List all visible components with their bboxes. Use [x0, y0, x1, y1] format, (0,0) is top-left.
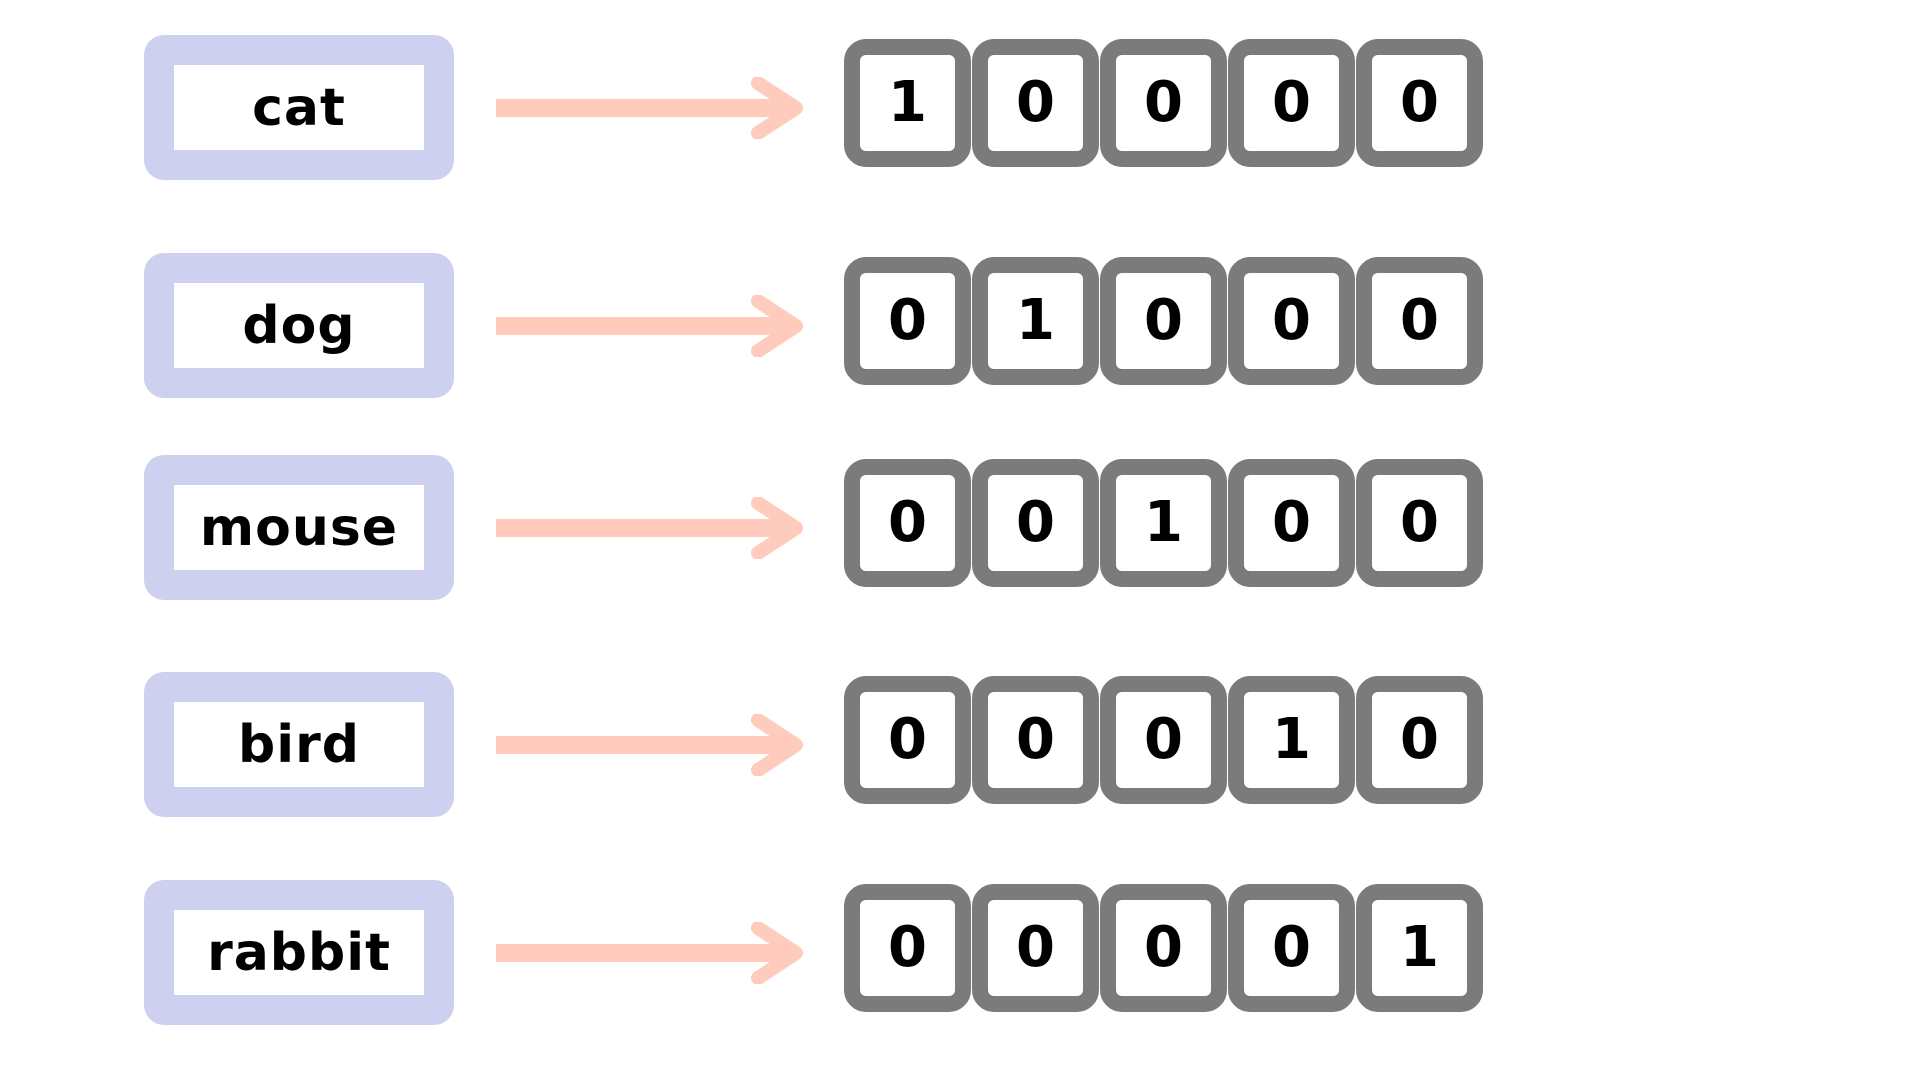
cell-value: 0: [888, 707, 927, 772]
cell-value: 0: [1016, 490, 1055, 555]
cell-value: 0: [1400, 70, 1439, 135]
vector-cell: 0: [1356, 39, 1483, 167]
encoding-row-dog: dog 0 1 0 0 0: [0, 253, 1920, 398]
word-label: bird: [238, 714, 360, 775]
vector-cell: 0: [1100, 884, 1227, 1012]
word-label: dog: [242, 295, 356, 356]
cell-value: 1: [1272, 707, 1311, 772]
right-arrow-icon: [496, 922, 803, 984]
cell-value: 0: [1272, 288, 1311, 353]
word-label: rabbit: [207, 922, 391, 983]
encoding-row-mouse: mouse 0 0 1 0 0: [0, 455, 1920, 600]
one-hot-vector: 1 0 0 0 0: [844, 39, 1484, 167]
word-box: rabbit: [144, 880, 454, 1025]
right-arrow-icon: [496, 497, 803, 559]
vector-cell: 0: [1228, 884, 1355, 1012]
cell-value: 0: [888, 915, 927, 980]
vector-cell: 0: [844, 676, 971, 804]
word-box: cat: [144, 35, 454, 180]
cell-value: 0: [888, 288, 927, 353]
vector-cell: 0: [844, 459, 971, 587]
vector-cell: 1: [972, 257, 1099, 385]
cell-value: 0: [1144, 288, 1183, 353]
cell-value: 0: [888, 490, 927, 555]
vector-cell: 0: [1356, 257, 1483, 385]
vector-cell: 0: [1228, 459, 1355, 587]
vector-cell: 0: [1100, 39, 1227, 167]
cell-value: 0: [1144, 915, 1183, 980]
vector-cell: 0: [972, 884, 1099, 1012]
one-hot-vector: 0 0 0 0 1: [844, 884, 1484, 1012]
cell-value: 0: [1400, 288, 1439, 353]
cell-value: 0: [1144, 70, 1183, 135]
vector-cell: 0: [972, 459, 1099, 587]
cell-value: 0: [1144, 707, 1183, 772]
encoding-row-cat: cat 1 0 0 0 0: [0, 35, 1920, 180]
cell-value: 0: [1016, 70, 1055, 135]
cell-value: 0: [1400, 490, 1439, 555]
cell-value: 0: [1400, 707, 1439, 772]
word-box: mouse: [144, 455, 454, 600]
word-label: cat: [252, 77, 346, 138]
word-label: mouse: [199, 497, 399, 558]
right-arrow-icon: [496, 295, 803, 357]
word-box: dog: [144, 253, 454, 398]
vector-cell: 0: [1100, 676, 1227, 804]
cell-value: 1: [1400, 915, 1439, 980]
cell-value: 0: [1272, 915, 1311, 980]
vector-cell: 0: [1356, 459, 1483, 587]
vector-cell: 0: [1356, 676, 1483, 804]
right-arrow-icon: [496, 714, 803, 776]
vector-cell: 1: [1356, 884, 1483, 1012]
vector-cell: 0: [844, 257, 971, 385]
one-hot-vector: 0 0 1 0 0: [844, 459, 1484, 587]
vector-cell: 1: [1100, 459, 1227, 587]
right-arrow-icon: [496, 77, 803, 139]
vector-cell: 0: [844, 884, 971, 1012]
encoding-row-rabbit: rabbit 0 0 0 0 1: [0, 880, 1920, 1025]
vector-cell: 0: [1228, 39, 1355, 167]
vector-cell: 0: [1228, 257, 1355, 385]
cell-value: 0: [1272, 70, 1311, 135]
vector-cell: 0: [1100, 257, 1227, 385]
vector-cell: 1: [1228, 676, 1355, 804]
vector-cell: 0: [972, 676, 1099, 804]
one-hot-vector: 0 1 0 0 0: [844, 257, 1484, 385]
cell-value: 1: [1144, 490, 1183, 555]
cell-value: 1: [888, 70, 927, 135]
one-hot-vector: 0 0 0 1 0: [844, 676, 1484, 804]
encoding-row-bird: bird 0 0 0 1 0: [0, 672, 1920, 817]
vector-cell: 1: [844, 39, 971, 167]
cell-value: 0: [1016, 915, 1055, 980]
vector-cell: 0: [972, 39, 1099, 167]
cell-value: 0: [1272, 490, 1311, 555]
word-box: bird: [144, 672, 454, 817]
cell-value: 0: [1016, 707, 1055, 772]
cell-value: 1: [1016, 288, 1055, 353]
